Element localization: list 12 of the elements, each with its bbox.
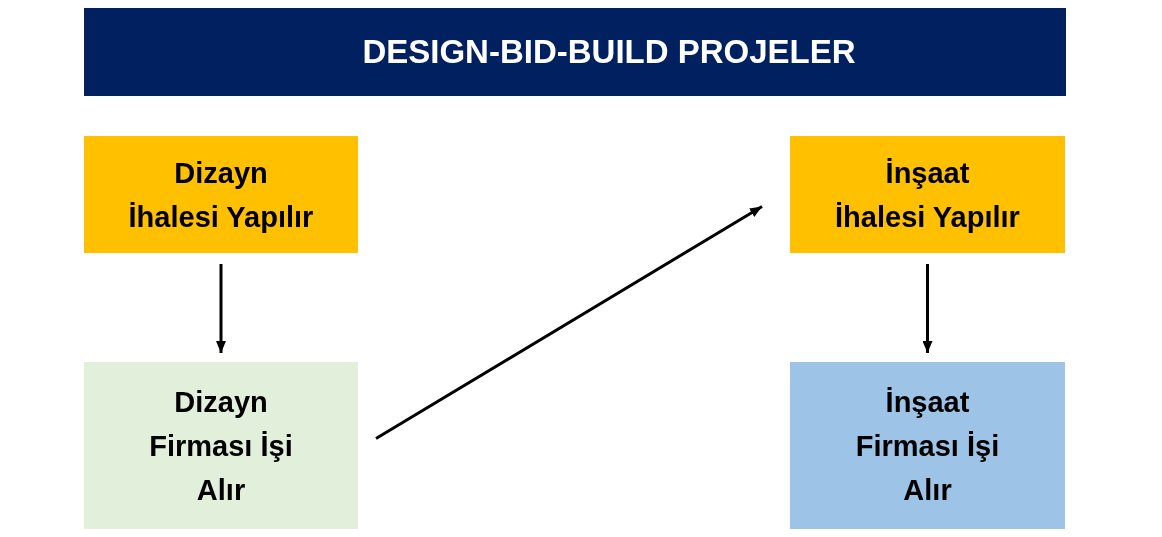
arrow — [216, 264, 226, 353]
process-box — [790, 136, 1065, 253]
node-label: İnşaat Firması İşi Alır — [855, 384, 1000, 508]
process-box — [790, 362, 1065, 529]
arrow — [375, 205, 763, 440]
title: DESIGN-BID-BUILD PROJELER — [362, 32, 856, 72]
process-box — [84, 362, 358, 529]
node-label: Dizayn Firması İşi Alır — [149, 384, 293, 508]
node-label: İnşaat İhalesi Yapılır — [835, 155, 1020, 235]
process-box — [84, 136, 358, 253]
arrow — [922, 264, 933, 353]
node-label: Dizayn İhalesi Yapılır — [128, 155, 314, 235]
